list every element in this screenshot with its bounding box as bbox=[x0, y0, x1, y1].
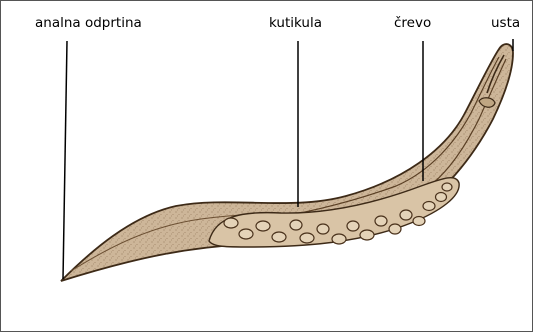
label-anal-opening: analna odprtina bbox=[35, 15, 142, 31]
label-mouth: usta bbox=[491, 15, 520, 31]
label-gut: črevo bbox=[394, 15, 431, 31]
leader-anal-opening bbox=[63, 41, 67, 279]
label-cuticle: kutikula bbox=[269, 15, 322, 31]
